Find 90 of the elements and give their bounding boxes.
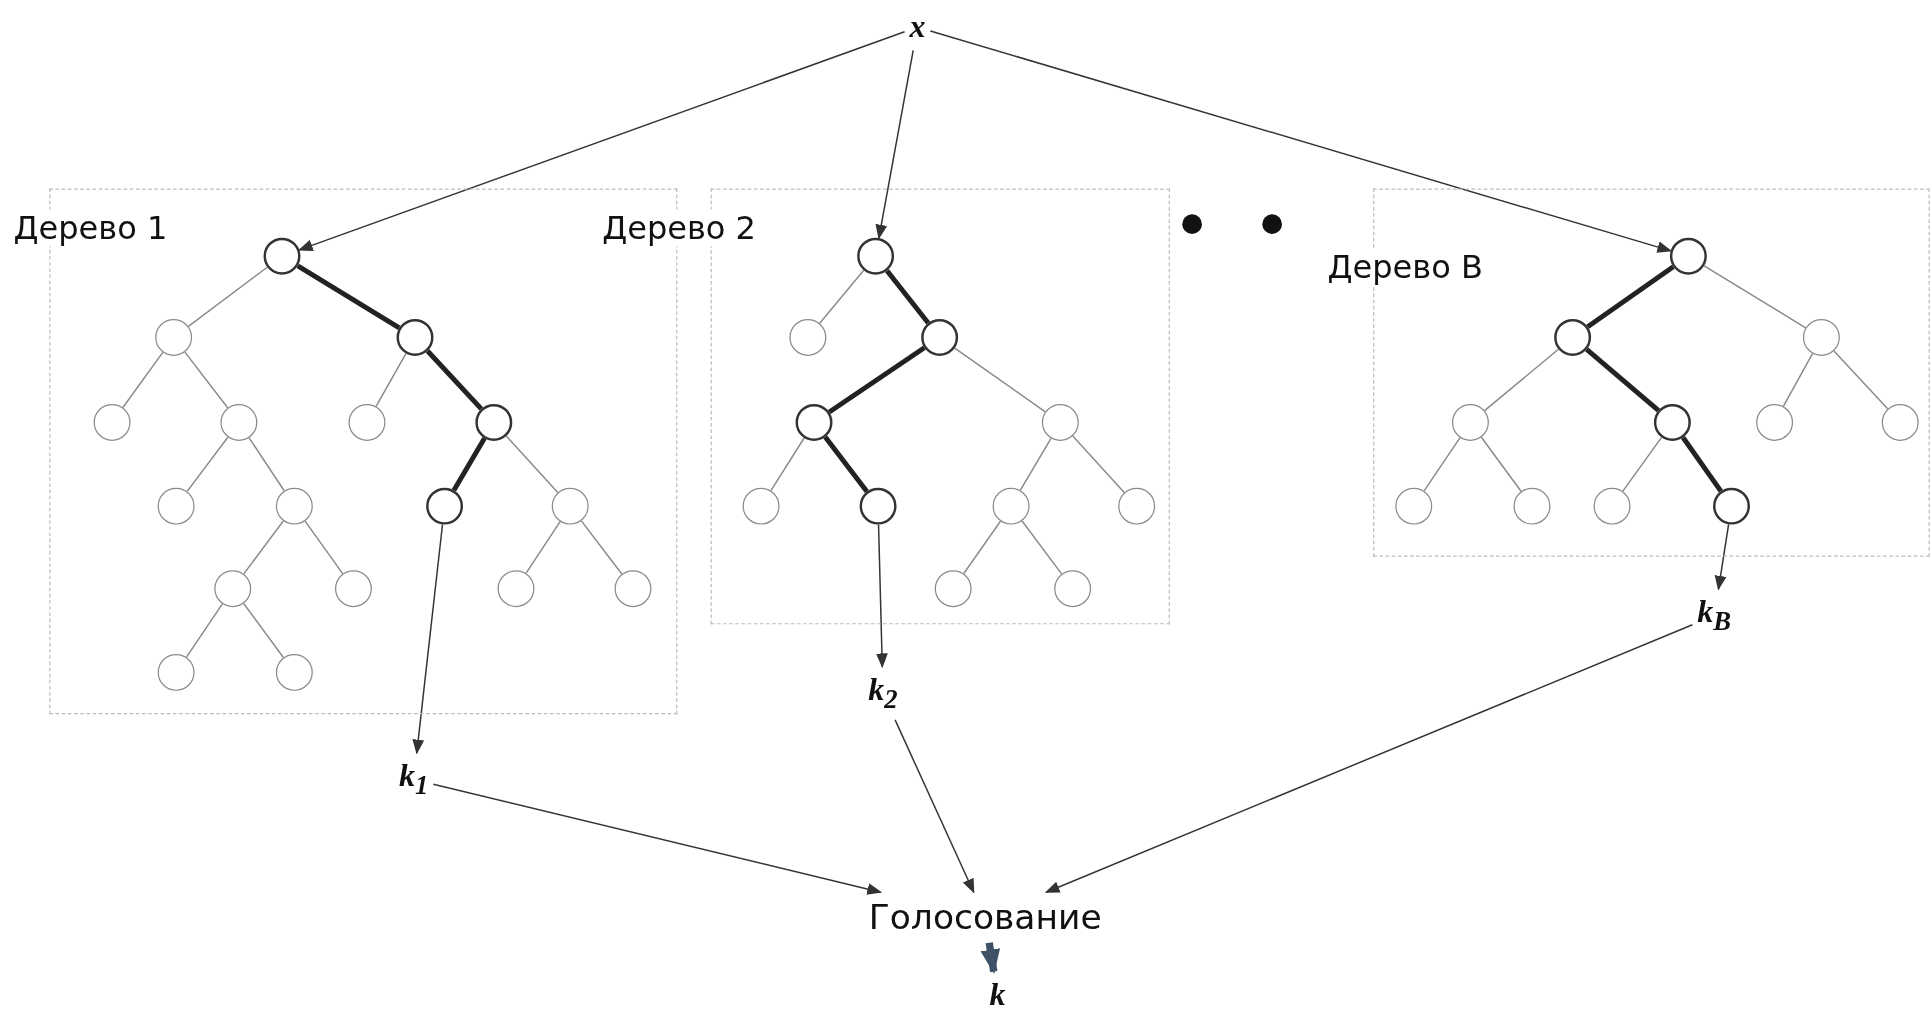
tree-node-circle [1451,403,1489,441]
tree-branch-line [1423,436,1461,492]
tree-node-circle [1593,487,1631,525]
tree-node-circle [1881,403,1919,441]
math-label: k$_{B}$ [1697,594,1732,638]
tree-branch-line [1703,265,1807,329]
tree-branch-line [304,520,344,575]
tree-node-circle [1118,487,1156,525]
tree-branch-line [954,347,1046,413]
tree-branch-line [425,349,484,411]
tree-branch-line [187,266,268,328]
arrow [876,523,888,669]
tree-node-circle [93,403,131,441]
arrow [1044,624,1694,893]
tree-branch-line [818,269,865,324]
tree-branch-line [823,435,869,493]
tree-branch-line [243,520,284,575]
text-label: x [909,8,926,46]
tree-branch-line [525,520,561,574]
tree-branch-line [186,436,229,493]
tree-node-circle [1669,237,1707,275]
tree-node-circle [1802,318,1840,356]
tree-node-circle [934,570,972,608]
tree-node-circle [1756,403,1794,441]
tree-node-circle [396,318,434,356]
tree-branch-line [296,263,401,330]
tree-node-circle [859,487,897,525]
tree-node-circle [348,403,386,441]
tree-branch-line [451,437,487,492]
tree-branch-line [1480,436,1522,492]
arrow [412,523,444,755]
tree-branch-line [1782,352,1814,407]
tree-node-circle [220,403,258,441]
tree-branch-line [885,269,931,325]
tree-node-circle [614,570,652,608]
tree-branch-line [248,437,285,492]
tree-branch-line [185,603,224,658]
tree-node-circle [426,487,464,525]
tree-node-circle [1653,403,1691,441]
arrow [929,30,1673,253]
tree-branch-line [375,352,407,408]
tree-branch-line [1622,436,1663,492]
tree-branch-line [184,351,229,409]
tree-branch-line [1021,520,1063,575]
tree-node-circle [214,570,252,608]
tree-branch-line [1585,347,1660,413]
arrow [875,49,914,240]
tree-branch-line [1072,435,1125,494]
tree-node-circle [155,318,193,356]
tree-branch-line [505,435,559,494]
tree-node-circle [857,237,895,275]
tree-branch-line [580,520,623,575]
math-label: k$_{2}$ [868,671,898,715]
arrow [1714,523,1730,591]
tree-node-circle [992,487,1030,525]
tree-branch-line [1483,348,1560,412]
tree-node-circle [275,487,313,525]
tree-node-circle [1054,570,1092,608]
tree-node-circle [1041,403,1079,441]
tree-node-circle [789,318,827,356]
tree-branch-line [1833,350,1889,410]
tree-node-circle [475,403,513,441]
tree-node-circle [157,487,195,525]
arrow [894,719,975,894]
tree-branch-line [1019,437,1052,491]
tree-node-circle [1713,487,1750,525]
tree-node-circle [157,653,195,691]
tree-node-circle [742,487,780,525]
tree-node-circle [1513,487,1551,525]
arrow [432,783,883,895]
tree-branch-line [122,351,164,409]
tree-branch-line [242,602,285,659]
tree-node-circle [795,403,833,441]
tree-node-circle [263,237,301,275]
math-label: k [989,976,1006,1013]
math-label: k$_{1}$ [399,757,429,802]
tree-node-circle [275,653,313,691]
tree-branch-line [1586,264,1675,329]
tree-node-circle [497,570,535,608]
tree-node-circle [551,487,589,525]
tree-node-circle [1554,318,1592,356]
tree-node-circle [1395,487,1433,525]
tree-branch-line [1681,436,1723,493]
tree-node-circle [334,570,372,608]
tree-node-circle [921,318,959,356]
tree-branch-line [827,345,926,415]
tree-branch-line [963,520,1002,575]
tree-branch-line [770,437,805,492]
arrow [980,942,1001,975]
arrow [298,31,906,251]
